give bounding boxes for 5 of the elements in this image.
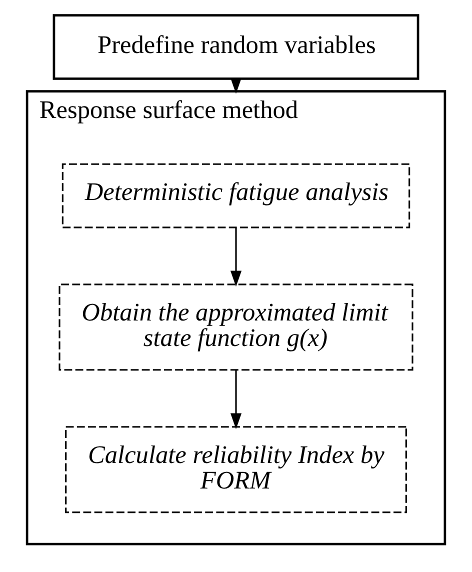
- arrow: [230, 228, 242, 287]
- node-box: Calculate reliability Index by FORM: [65, 426, 407, 514]
- node-box: Deterministic fatigue analysis: [62, 163, 410, 228]
- node-box: Obtain the approximated limit state function g(x): [58, 284, 414, 371]
- arrow: [230, 370, 242, 430]
